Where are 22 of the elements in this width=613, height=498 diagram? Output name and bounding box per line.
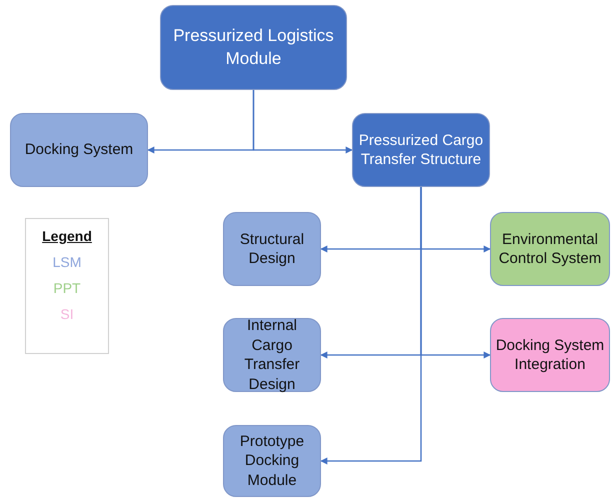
node-label: Environmental Control System — [498, 230, 602, 268]
connector-arrow — [320, 187, 422, 464]
legend-entry: PPT — [53, 279, 81, 298]
node-label: Docking System Integration — [494, 336, 606, 374]
legend-title: Legend — [41, 227, 93, 246]
process-box — [10, 113, 148, 187]
legend-entry: LSM — [52, 253, 82, 272]
node-label: Pressurized Cargo Transfer Structure — [358, 130, 484, 170]
process-box — [160, 5, 347, 90]
process-box — [223, 318, 321, 392]
node-label: Docking System — [24, 140, 134, 160]
process-box — [223, 212, 321, 286]
connector-arrow — [252, 90, 353, 154]
node-label: Internal Cargo Transfer Design — [243, 316, 301, 394]
node-label: Pressurized Logistics Module — [172, 25, 335, 70]
process-box — [490, 212, 610, 286]
process-box — [352, 113, 490, 187]
node-label: Prototype Docking Module — [238, 432, 306, 490]
process-box — [490, 318, 610, 392]
legend-entry: SI — [60, 305, 74, 324]
process-box — [223, 425, 321, 497]
node-label: Structural Design — [238, 230, 306, 268]
